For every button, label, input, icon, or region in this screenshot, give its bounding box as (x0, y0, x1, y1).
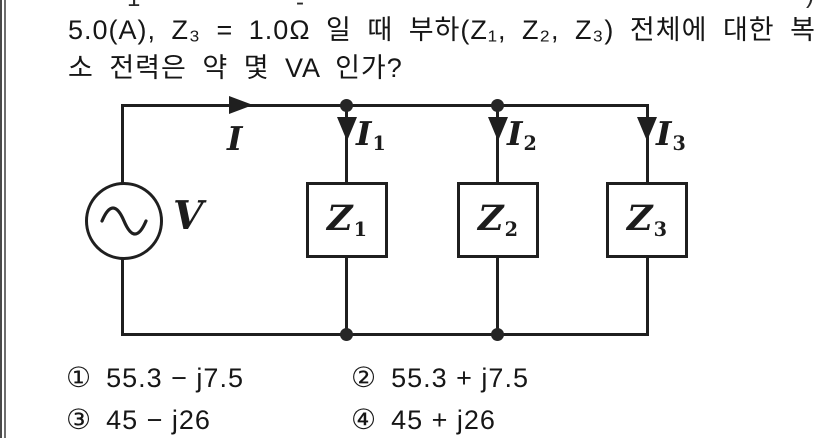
wire-branch2-bottom (496, 256, 499, 336)
wire-bottom (121, 333, 649, 336)
wire-branch3-top (646, 104, 649, 184)
current-label-i2: I2 (507, 114, 537, 155)
option-1-number: ① (66, 362, 92, 393)
option-3-value: 45 − j26 (106, 405, 211, 435)
current-arrow-i3-icon (637, 117, 657, 141)
option-3-number: ③ (66, 404, 92, 435)
page-border-inner (4, 0, 6, 438)
option-1-value: 55.3 − j7.5 (106, 363, 244, 393)
source-voltage-label: V (173, 193, 204, 239)
junction-dot-top-1 (340, 99, 353, 112)
page-border-outer (0, 0, 2, 438)
cutoff-text-fragment: - (296, 0, 304, 16)
junction-dot-bottom-2 (491, 328, 504, 341)
option-4-value: 45 + j26 (391, 405, 496, 435)
junction-dot-bottom-1 (340, 328, 353, 341)
ac-source-symbol (85, 182, 163, 260)
impedance-label-z1: Z1 (327, 198, 367, 241)
current-label-main: I (227, 119, 243, 158)
answer-option-1: ① 55.3 − j7.5 (66, 361, 244, 394)
impedance-label-z2: Z2 (478, 198, 518, 241)
junction-dot-top-2 (491, 99, 504, 112)
wire-branch3-bottom (646, 256, 649, 336)
current-label-i1: I1 (356, 114, 386, 155)
wire-source-bottom (121, 258, 124, 336)
wire-top (122, 104, 649, 107)
question-text-line1: 5.0(A), Z₃ = 1.0Ω 일 때 부하(Z₁, Z₂, Z₃) 전체에… (68, 15, 816, 45)
option-2-value: 55.3 + j7.5 (391, 363, 529, 393)
answer-option-3: ③ 45 − j26 (66, 403, 211, 436)
current-arrow-main-icon (229, 96, 253, 114)
wire-source-top (121, 104, 124, 184)
wire-branch1-top (345, 104, 348, 184)
wire-branch2-top (496, 104, 499, 184)
answer-option-2: ② 55.3 + j7.5 (351, 361, 529, 394)
cutoff-text-fragment: 1 (127, 0, 140, 11)
impedance-box-z2: Z2 (457, 182, 539, 258)
current-arrow-i1-icon (337, 117, 357, 141)
cutoff-text-fragment: ) (806, 0, 814, 8)
impedance-label-z3: Z3 (627, 198, 667, 241)
wire-branch1-bottom (345, 256, 348, 336)
answer-option-4: ④ 45 + j26 (351, 403, 496, 436)
impedance-box-z3: Z3 (606, 182, 688, 258)
option-4-number: ④ (351, 404, 377, 435)
option-2-number: ② (351, 362, 377, 393)
sine-wave-icon (100, 206, 148, 236)
current-label-i3: I3 (656, 114, 686, 155)
current-arrow-i2-icon (488, 117, 508, 141)
question-text-line2: 소 전력은 약 몇 VA 인가? (68, 53, 403, 83)
impedance-box-z1: Z1 (306, 182, 388, 258)
